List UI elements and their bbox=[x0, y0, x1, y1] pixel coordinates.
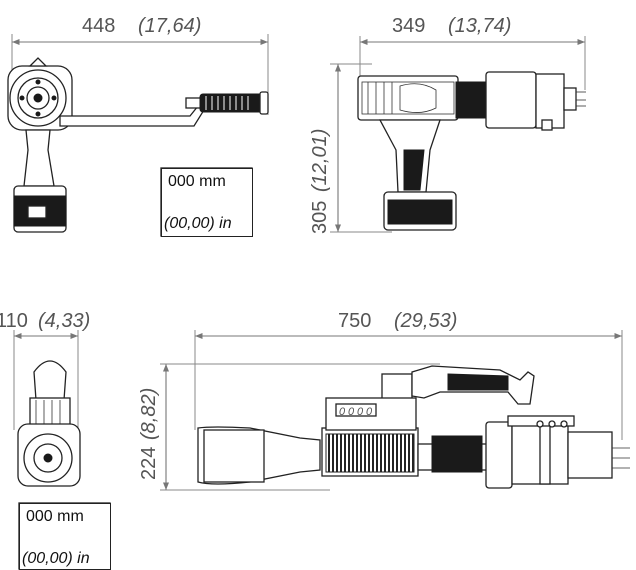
units-legend-bottom: 000 mm (00,00) in bbox=[19, 503, 111, 570]
view-bottom-left: 110 (4,33) bbox=[0, 310, 90, 487]
dim-height-mm: 305 bbox=[309, 201, 331, 234]
top-handle bbox=[411, 365, 535, 405]
legend-in: (00,00) in bbox=[22, 550, 90, 567]
port-label: 0 bbox=[366, 406, 373, 418]
legend-in: (00,00) in bbox=[164, 215, 232, 232]
port-label: 0 bbox=[339, 406, 346, 418]
port-labels: 0 0 0 0 bbox=[335, 403, 377, 418]
units-legend-top: 000 mm (00,00) in bbox=[161, 168, 253, 237]
dim-width-in: (4,33) bbox=[38, 310, 90, 332]
dim-height-mm: 224 bbox=[138, 447, 160, 480]
dim-width-mm: 448 bbox=[82, 15, 115, 37]
port-label: 0 bbox=[348, 406, 355, 418]
dim-width-mm: 349 bbox=[392, 15, 425, 37]
dim-width-in: (29,53) bbox=[394, 310, 457, 332]
view-bottom-right: 750 (29,53) 224 (8,82) 0 0 0 0 bbox=[138, 310, 630, 491]
dim-width-in: (17,64) bbox=[138, 15, 201, 37]
legend-mm: 000 mm bbox=[26, 508, 84, 525]
view-top-right: 349 (13,74) 305 (12,01) bbox=[309, 15, 586, 234]
dim-width-in: (13,74) bbox=[448, 15, 511, 37]
dim-height-in: (8,82) bbox=[138, 388, 160, 440]
dim-width-mm: 750 bbox=[338, 310, 371, 332]
dim-height-in: (12,01) bbox=[309, 129, 331, 192]
dim-width-mm: 110 bbox=[0, 310, 28, 332]
port-label: 0 bbox=[357, 406, 364, 418]
view-top-left: 448 (17,64) bbox=[7, 15, 269, 233]
motor-head bbox=[7, 57, 73, 131]
motor-vent bbox=[367, 82, 437, 114]
legend-mm: 000 mm bbox=[168, 173, 226, 190]
side-handle bbox=[199, 91, 269, 115]
